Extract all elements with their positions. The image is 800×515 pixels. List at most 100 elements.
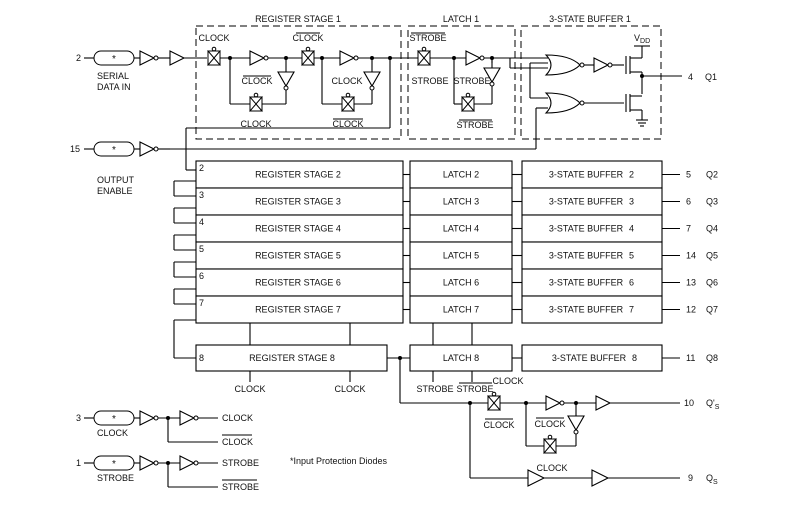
register-stage-1-title: REGISTER STAGE 1	[255, 14, 341, 24]
nor-gate-icon	[544, 54, 581, 76]
inverter-icon	[339, 50, 356, 66]
oe-buffer-icon	[139, 141, 156, 157]
serial-label-2: DATA IN	[97, 82, 131, 92]
inverter-icon	[545, 395, 562, 411]
svg-text:CLOCK: CLOCK	[241, 76, 272, 86]
latch-1-title: LATCH 1	[443, 14, 479, 24]
svg-text:CLOCK: CLOCK	[240, 119, 271, 129]
output-label: Q3	[706, 197, 718, 207]
svg-text:STROBE: STROBE	[222, 458, 259, 468]
transmission-gate-icon	[543, 434, 557, 454]
oe-pin-number: 15	[70, 144, 80, 154]
serial-buffer-icon	[139, 50, 156, 66]
feedback-inverter-icon	[277, 71, 295, 88]
svg-text:7: 7	[629, 305, 634, 315]
buffer-label: 3-STATE BUFFER	[549, 305, 624, 315]
qs-pin: 9	[688, 473, 693, 483]
svg-text:*: *	[112, 414, 116, 425]
register-stage-label: REGISTER STAGE 4	[255, 224, 341, 234]
serial-buffer-2-icon	[169, 50, 186, 66]
buffer-label: 3-STATE BUFFER	[549, 251, 624, 261]
qs-buffer-2-icon	[591, 469, 610, 487]
transmission-gate-icon	[341, 92, 355, 112]
footnote: *Input Protection Diodes	[290, 456, 388, 466]
clock-inverter-icon	[179, 410, 196, 426]
svg-text:CLOCK: CLOCK	[536, 463, 567, 473]
serial-label-1: SERIAL	[97, 71, 129, 81]
q1-label: Q1	[705, 72, 717, 82]
latch-8-label: LATCH 8	[443, 353, 479, 363]
svg-text:3: 3	[199, 190, 204, 200]
strobe-label: STROBE	[97, 473, 134, 483]
svg-text:8: 8	[632, 353, 637, 363]
buffer-8-label: 3-STATE BUFFER	[552, 353, 627, 363]
svg-text:STROBE: STROBE	[456, 120, 493, 130]
buffer-label: 3-STATE BUFFER	[549, 278, 624, 288]
svg-text:5: 5	[629, 251, 634, 261]
svg-text:4: 4	[629, 224, 634, 234]
buffer-1-title: 3-STATE BUFFER 1	[549, 14, 631, 24]
svg-text:STROBE: STROBE	[222, 482, 259, 492]
qprime-label: Q'S	[706, 398, 720, 411]
qprime-pin: 10	[684, 398, 694, 408]
serial-pin-number: 2	[76, 53, 81, 63]
strobe-buffer-icon	[139, 455, 156, 471]
svg-text:CLOCK: CLOCK	[222, 413, 253, 423]
output-pin: 14	[686, 251, 696, 261]
latch-box	[409, 187, 513, 216]
buffer-box	[521, 214, 663, 243]
buffer-label: 3-STATE BUFFER	[549, 197, 624, 207]
svg-text:CLOCK: CLOCK	[332, 119, 363, 129]
svg-text:*: *	[112, 459, 116, 470]
inverter-icon	[465, 50, 482, 66]
svg-text:CLOCK: CLOCK	[198, 33, 229, 43]
register-stage-8-label: REGISTER STAGE 8	[249, 353, 335, 363]
svg-text:2: 2	[199, 163, 204, 173]
svg-text:CLOCK: CLOCK	[234, 384, 265, 394]
qs-buffer-icon	[527, 469, 546, 487]
register-stage-box	[195, 241, 404, 270]
clock-label: CLOCK	[97, 428, 128, 438]
latch-label: LATCH 4	[443, 224, 479, 234]
register-stage-label: REGISTER STAGE 7	[255, 305, 341, 315]
output-pin: 7	[686, 224, 691, 234]
register-stage-8-box	[195, 344, 388, 372]
svg-text:6: 6	[629, 278, 634, 288]
register-stage-label: REGISTER STAGE 3	[255, 197, 341, 207]
latch-box	[409, 160, 513, 189]
svg-text:3: 3	[629, 197, 634, 207]
svg-text:4: 4	[199, 217, 204, 227]
buffer-label: 3-STATE BUFFER	[549, 224, 624, 234]
transmission-gate-icon	[301, 46, 315, 66]
output-label: Q7	[706, 305, 718, 315]
transmission-gate-icon	[207, 46, 221, 66]
svg-text:STROBE: STROBE	[411, 76, 448, 86]
register-stage-label: REGISTER STAGE 2	[255, 170, 341, 180]
buffer-1-boundary	[520, 25, 662, 140]
oe-label-2: ENABLE	[97, 186, 133, 196]
transmission-gate-icon	[417, 46, 431, 66]
buffer-box	[521, 295, 663, 324]
output-label: Q5	[706, 251, 718, 261]
latch-label: LATCH 6	[443, 278, 479, 288]
clock-pin-number: 3	[76, 413, 81, 423]
qs-label: QS	[706, 473, 718, 486]
register-stage-label: REGISTER STAGE 6	[255, 278, 341, 288]
buffer-box	[521, 241, 663, 270]
register-stage-label: REGISTER STAGE 5	[255, 251, 341, 261]
oe-label-1: OUTPUT	[97, 175, 135, 185]
svg-text:8: 8	[199, 353, 204, 363]
latch-label: LATCH 5	[443, 251, 479, 261]
transmission-gate-icon	[487, 391, 501, 411]
svg-text:CLOCK: CLOCK	[534, 419, 565, 429]
svg-text:STROBE: STROBE	[456, 384, 493, 394]
buffer-8-box	[521, 344, 663, 372]
feedback-inverter-icon	[363, 71, 381, 88]
q1-pin: 4	[688, 72, 693, 82]
inverter-icon	[249, 50, 266, 66]
latch-box	[409, 241, 513, 270]
register-stage-box	[195, 295, 404, 324]
svg-text:CLOCK: CLOCK	[334, 384, 365, 394]
